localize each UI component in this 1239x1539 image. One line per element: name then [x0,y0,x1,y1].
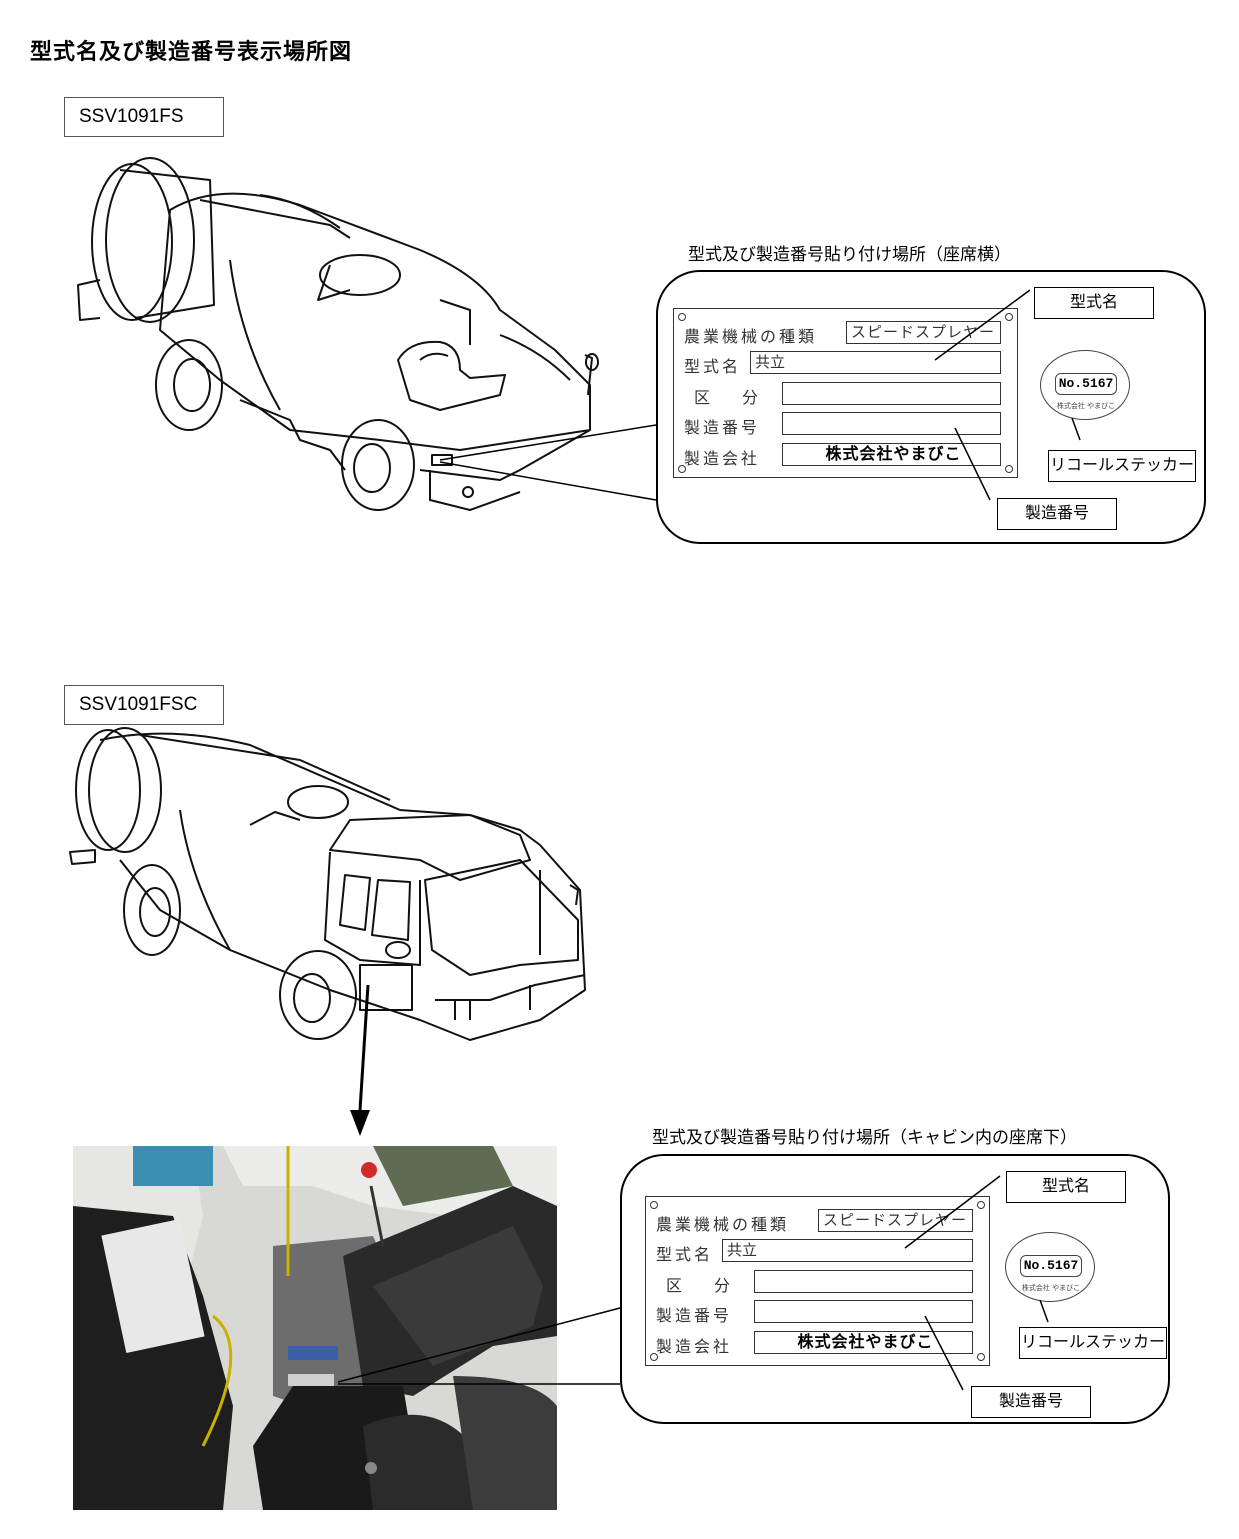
tag-model-name: 型式名 [1034,287,1154,319]
tag-serial-number: 製造番号 [971,1386,1091,1418]
sticker-number: No.5167 [1055,373,1117,395]
cabin-roof [329,814,531,881]
nameplate: 農業機械の種類 スピードスプレヤー 型式名 共立 区 分 製造番号 製造会社 株… [645,1196,990,1366]
rivet [1005,465,1013,473]
model-name-value: 共立 [750,351,1001,374]
sticker-ring-text: 株式会社 やまびこ [1056,402,1116,410]
category-value [754,1270,973,1293]
model-name-label: 型式名 [656,1245,714,1264]
nameplate: 農業機械の種類 スピードスプレヤー 型式名 共立 区 分 製造番号 製造会社 株… [673,308,1018,478]
machine-type-label: 農業機械の種類 [656,1215,790,1234]
model-label-ssv1091fs: SSV1091FS [64,97,224,137]
sticker-number: No.5167 [1020,1255,1082,1277]
sticker-ring-text: 株式会社 やまびこ [1021,1284,1081,1292]
rivet [977,1201,985,1209]
maker-label: 製造会社 [684,449,761,468]
model-label-ssv1091fsc: SSV1091FSC [64,685,224,725]
front-wheel [341,419,415,511]
cabin-seat-photo [73,1146,557,1510]
recall-sticker-illustration: No.5167 株式会社 やまびこ [1040,350,1130,420]
category-label: 区 分 [694,388,767,407]
rear-fan-drum [75,729,141,851]
page-title: 型式名及び製造番号表示場所図 [30,40,353,65]
rivet [1005,313,1013,321]
tank-body [159,192,591,451]
category-label: 区 分 [666,1276,739,1295]
tag-recall-sticker: リコールステッカー [1019,1327,1167,1359]
serial-number-label: 製造番号 [684,418,761,437]
rivet [678,313,686,321]
caption-cabin-under-seat: 型式及び製造番号貼り付け場所（キャビン内の座席下） [652,1128,1077,1148]
maker-value: 株式会社やまびこ [782,443,1001,466]
caption-seat-side: 型式及び製造番号貼り付け場所（座席横） [688,245,1011,265]
seat [397,340,506,411]
maker-value: 株式会社やまびこ [754,1331,973,1354]
rivet [650,1201,658,1209]
serial-number-label: 製造番号 [656,1306,733,1325]
category-value [782,382,1001,405]
tag-model-name: 型式名 [1006,1171,1126,1203]
tag-recall-sticker: リコールステッカー [1048,450,1196,482]
tag-serial-number: 製造番号 [997,498,1117,530]
front-wheel [279,950,357,1040]
rivet [678,465,686,473]
recall-sticker-illustration: No.5167 株式会社 やまびこ [1005,1232,1095,1302]
rear-wheel [123,864,181,956]
machine-type-label: 農業機械の種類 [684,327,818,346]
arrow-to-photo [350,984,370,1136]
serial-number-value [754,1300,973,1323]
machine-type-value: スピードスプレヤー [846,321,1001,344]
machine-type-value: スピードスプレヤー [818,1209,973,1232]
rivet [977,1353,985,1361]
serial-number-value [782,412,1001,435]
model-name-value: 共立 [722,1239,973,1262]
rivet [650,1353,658,1361]
model-name-label: 型式名 [684,357,742,376]
rear-wheel [155,339,223,431]
maker-label: 製造会社 [656,1337,733,1356]
